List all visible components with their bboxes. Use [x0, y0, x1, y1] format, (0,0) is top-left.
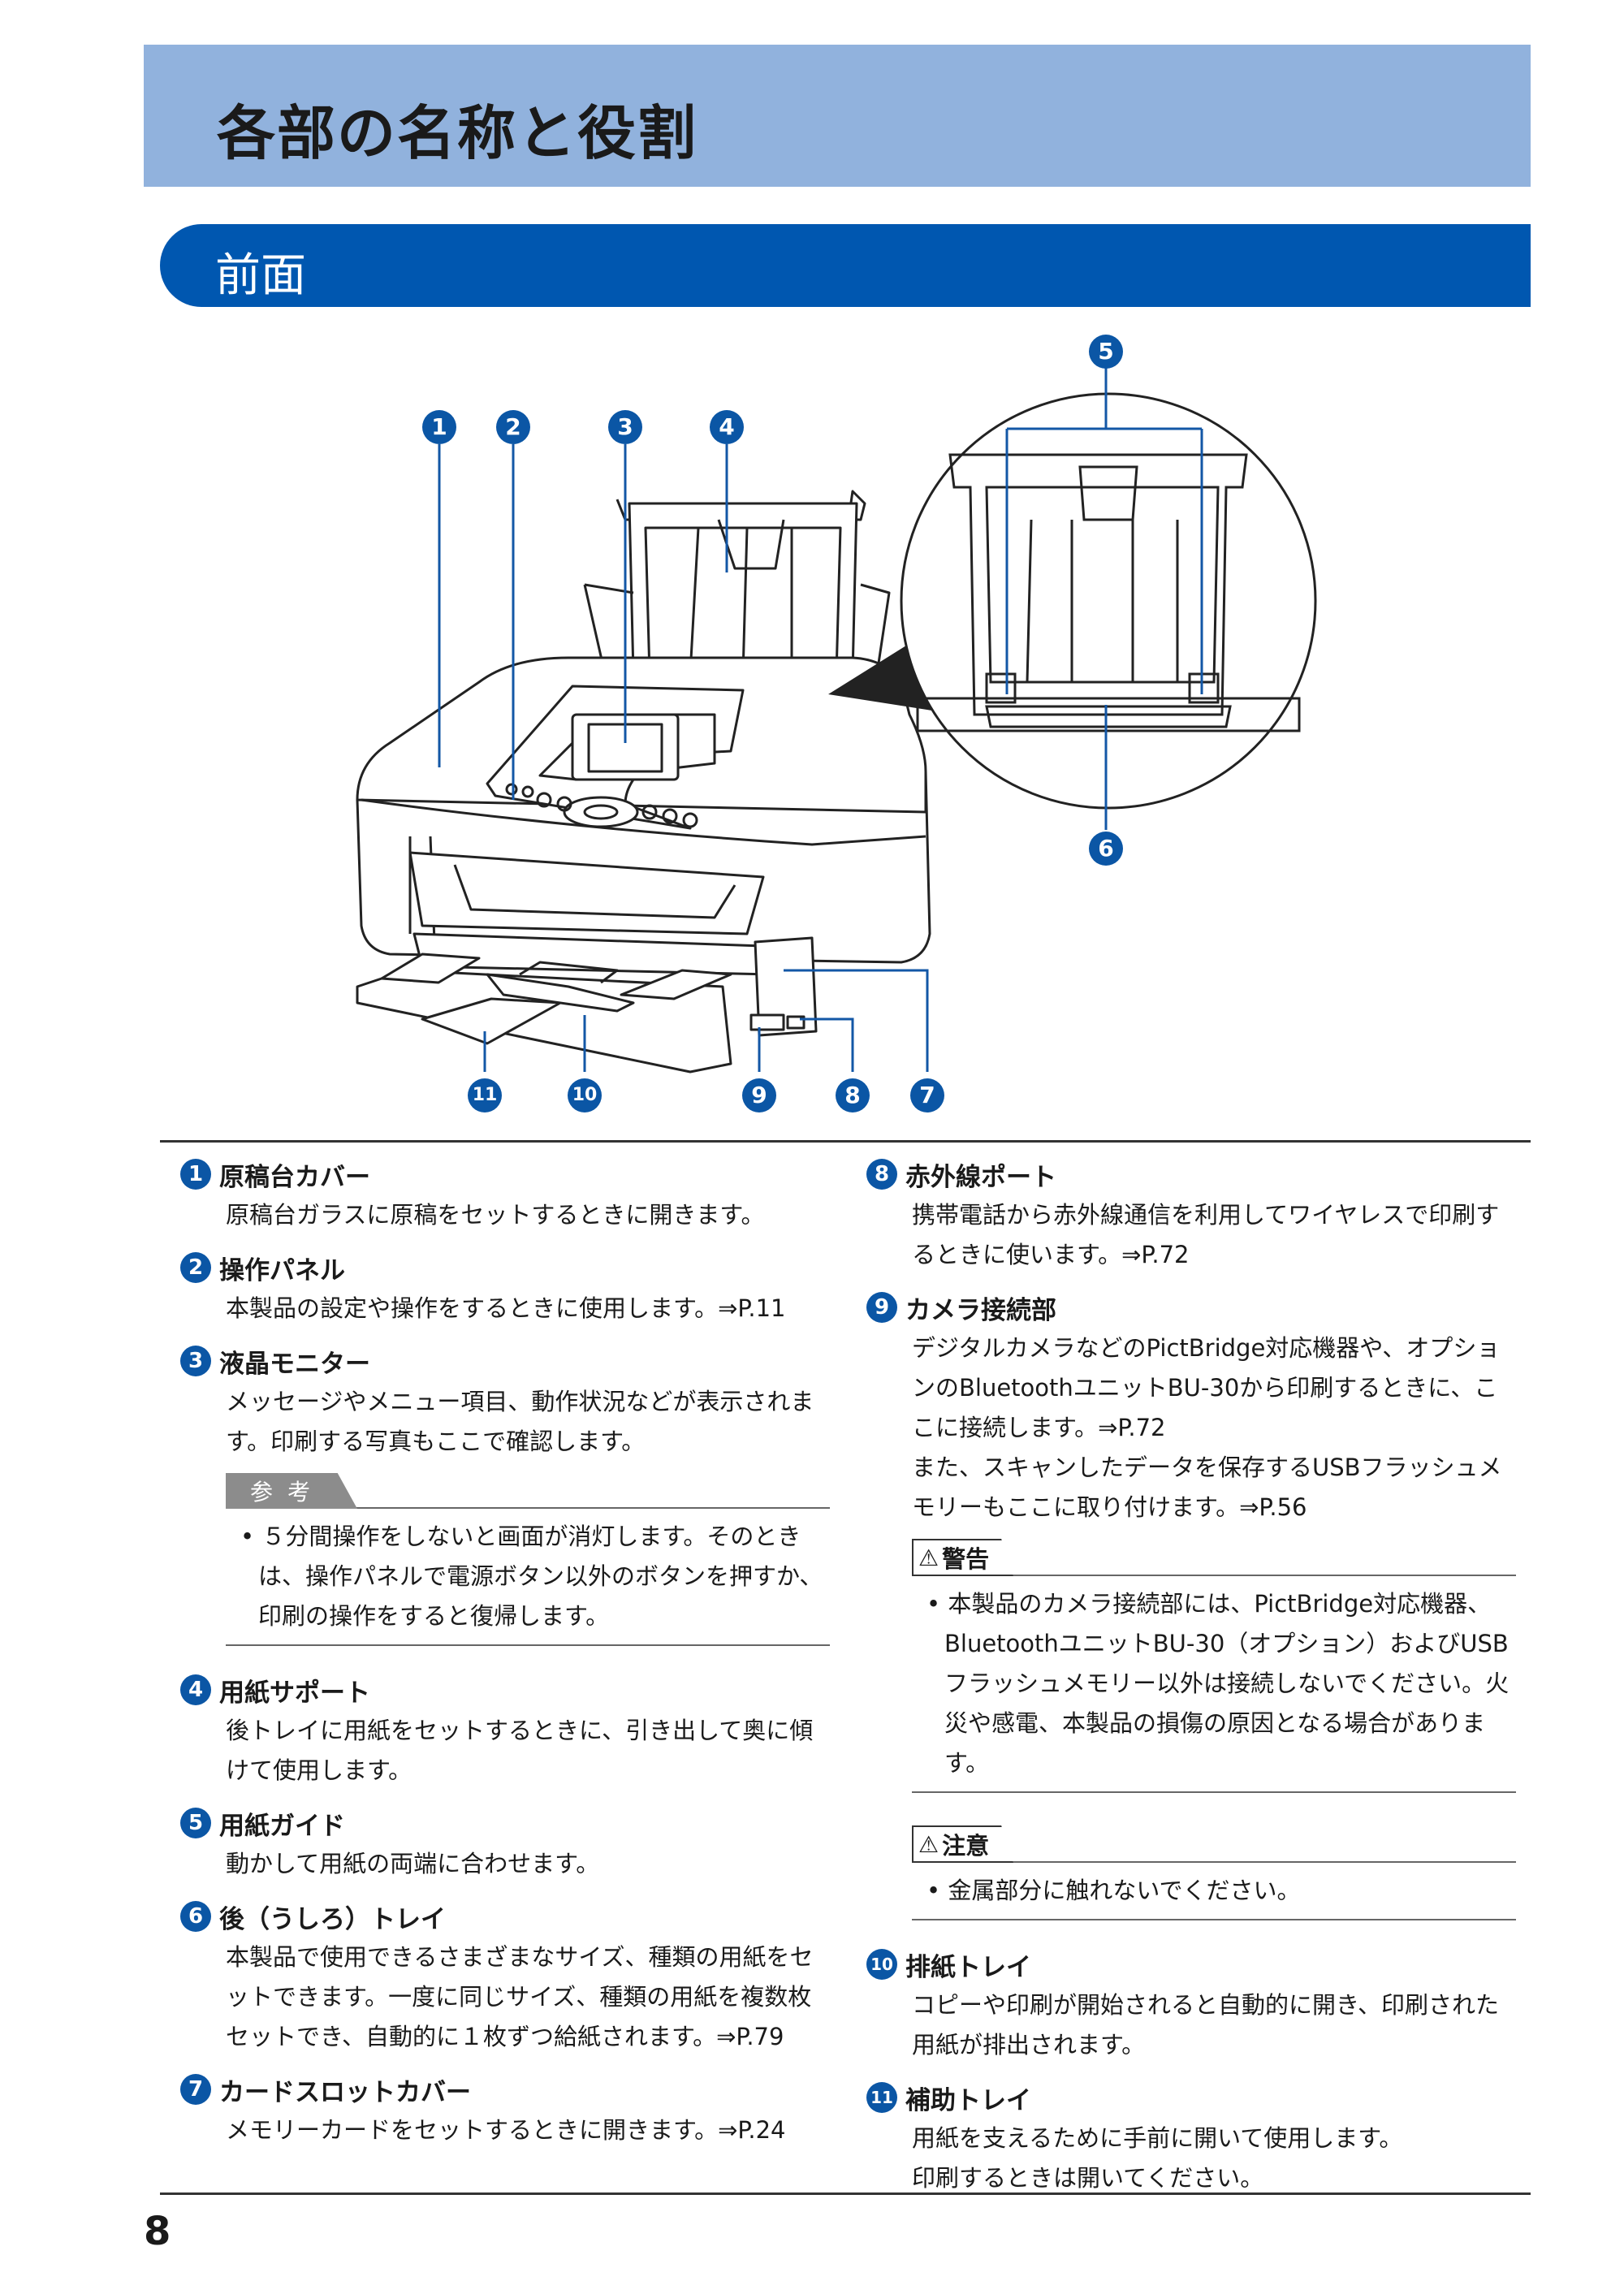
callout-3: 3	[608, 410, 642, 444]
badge-6: 6	[180, 1901, 211, 1932]
item-9: 9 カメラ接続部 デジタルカメラなどのPictBridge対応機器や、オプションの…	[866, 1286, 1516, 1527]
note-divider	[912, 1861, 1516, 1863]
item-title: 排紙トレイ	[905, 1952, 1031, 1982]
badge-2: 2	[180, 1252, 211, 1283]
item-7: 7 カードスロットカバー メモリーカードをセットするときに開きます。⇒P.24	[180, 2068, 830, 2150]
badge-9: 9	[866, 1292, 897, 1323]
note-reference-label: 参考	[226, 1473, 358, 1509]
note-warning-label: 警告	[942, 1545, 990, 1573]
warning-triangle-icon: ⚠	[918, 1544, 939, 1571]
item-body: 携帯電話から赤外線通信を利用してワイヤレスで印刷するときに使います。⇒P.72	[912, 1201, 1500, 1268]
item-body: また、スキャンしたデータを保存するUSBフラッシュメモリーもここに取り付けます。…	[912, 1454, 1502, 1521]
item-4: 4 用紙サポート 後トレイに用紙をセットするときに、引き出して奥に傾けて使用します…	[180, 1669, 830, 1791]
callout-8: 8	[836, 1078, 870, 1112]
item-body: 印刷するときは開いてください。	[912, 2164, 1264, 2192]
item-title: カードスロットカバー	[219, 2077, 471, 2107]
divider-top	[160, 1140, 1531, 1143]
item-10: 10 排紙トレイ コピーや印刷が開始されると自動的に開き、印刷された用紙が排出され…	[866, 1943, 1516, 2065]
item-title: 後（うしろ）トレイ	[219, 1904, 446, 1934]
item-body: 動かして用紙の両端に合わせます。	[226, 1850, 600, 1877]
badge-7: 7	[180, 2074, 211, 2105]
badge-10: 10	[866, 1949, 897, 1980]
title-bar: 各部の名称と役割	[144, 45, 1531, 187]
note-divider	[226, 1507, 830, 1509]
item-title: カメラ接続部	[905, 1295, 1056, 1325]
note-divider	[912, 1791, 1516, 1793]
item-title: 液晶モニター	[219, 1349, 370, 1379]
badge-1: 1	[180, 1159, 211, 1190]
note-caution-label: 注意	[942, 1832, 990, 1860]
badge-5: 5	[180, 1808, 211, 1838]
note-caution-text: • 金属部分に触れないでください。	[926, 1877, 1301, 1904]
note-divider	[226, 1644, 830, 1646]
callout-6: 6	[1089, 832, 1123, 866]
page-title: 各部の名称と役割	[217, 99, 698, 167]
section-title: 前面	[215, 249, 306, 302]
note-divider	[912, 1919, 1516, 1920]
note-warning-tag: ⚠警告	[912, 1539, 1014, 1576]
badge-4: 4	[180, 1674, 211, 1705]
callout-7: 7	[910, 1078, 944, 1112]
note-warning-text: • 本製品のカメラ接続部には、PictBridge対応機器、Bluetoothユ…	[926, 1590, 1510, 1777]
note-divider	[912, 1575, 1516, 1576]
item-body: メモリーカードをセットするときに開きます。⇒P.24	[226, 2116, 786, 2144]
item-6: 6 後（うしろ）トレイ 本製品で使用できるさまざまなサイズ、種類の用紙をセットでき…	[180, 1895, 830, 2057]
item-title: 操作パネル	[219, 1255, 345, 1285]
item-body: 原稿台ガラスに原稿をセットするときに開きます。	[226, 1201, 765, 1229]
callout-10: 10	[568, 1078, 602, 1112]
callout-5: 5	[1089, 335, 1123, 369]
section-header: 前面	[160, 224, 1531, 307]
item-body: 用紙を支えるために手前に開いて使用します。	[912, 2124, 1403, 2152]
note-reference: 参考 • ５分間操作をしないと画面が消灯します。そのときは、操作パネルで電源ボタ…	[226, 1473, 830, 1646]
callout-2: 2	[496, 410, 530, 444]
note-caution-tag: ⚠注意	[912, 1825, 1014, 1863]
note-warning: ⚠警告 • 本製品のカメラ接続部には、PictBridge対応機器、Blueto…	[912, 1539, 1516, 1793]
item-5: 5 用紙ガイド 動かして用紙の両端に合わせます。	[180, 1802, 830, 1884]
item-body: 本製品で使用できるさまざまなサイズ、種類の用紙をセットできます。一度に同じサイズ…	[226, 1943, 814, 2050]
right-column: 8 赤外線ポート 携帯電話から赤外線通信を利用してワイヤレスで印刷するときに使いま…	[866, 1153, 1516, 2210]
printer-illustration	[356, 368, 1317, 1074]
item-body: デジタルカメラなどのPictBridge対応機器や、オプションのBluetoot…	[912, 1334, 1501, 1441]
item-11: 11 補助トレイ 用紙を支えるために手前に開いて使用します。 印刷するときは開いて…	[866, 2076, 1516, 2198]
item-body: コピーや印刷が開始されると自動的に開き、印刷された用紙が排出されます。	[912, 1991, 1499, 2059]
item-title: 原稿台カバー	[219, 1162, 370, 1192]
item-body: 後トレイに用紙をセットするときに、引き出して奥に傾けて使用します。	[226, 1717, 814, 1784]
item-title: 赤外線ポート	[905, 1162, 1056, 1192]
item-body: 本製品の設定や操作をするときに使用します。⇒P.11	[226, 1294, 786, 1322]
note-caution: ⚠注意 • 金属部分に触れないでください。	[912, 1825, 1516, 1920]
badge-11: 11	[866, 2082, 897, 2113]
page-number: 8	[144, 2209, 171, 2254]
item-body: メッセージやメニュー項目、動作状況などが表示されます。印刷する写真もここで確認し…	[226, 1388, 814, 1455]
left-column: 1 原稿台カバー 原稿台ガラスに原稿をセットするときに開きます。 2 操作パネル 本…	[180, 1153, 830, 2162]
item-title: 補助トレイ	[905, 2085, 1031, 2115]
item-8: 8 赤外線ポート 携帯電話から赤外線通信を利用してワイヤレスで印刷するときに使いま…	[866, 1153, 1516, 1275]
badge-3: 3	[180, 1346, 211, 1376]
item-title: 用紙ガイド	[219, 1811, 345, 1841]
item-3: 3 液晶モニター メッセージやメニュー項目、動作状況などが表示されます。印刷する写…	[180, 1340, 830, 1462]
warning-triangle-icon: ⚠	[918, 1830, 939, 1858]
note-reference-text: • ５分間操作をしないと画面が消灯します。そのときは、操作パネルで電源ボタン以外…	[240, 1523, 823, 1630]
badge-8: 8	[866, 1159, 897, 1190]
item-title: 用紙サポート	[219, 1678, 370, 1708]
item-1: 1 原稿台カバー 原稿台ガラスに原稿をセットするときに開きます。	[180, 1153, 830, 1235]
callout-4: 4	[710, 410, 744, 444]
callout-9: 9	[742, 1078, 776, 1112]
callout-11: 11	[468, 1078, 502, 1112]
item-2: 2 操作パネル 本製品の設定や操作をするときに使用します。⇒P.11	[180, 1246, 830, 1328]
callout-1: 1	[422, 410, 456, 444]
divider-bottom	[160, 2192, 1531, 2195]
